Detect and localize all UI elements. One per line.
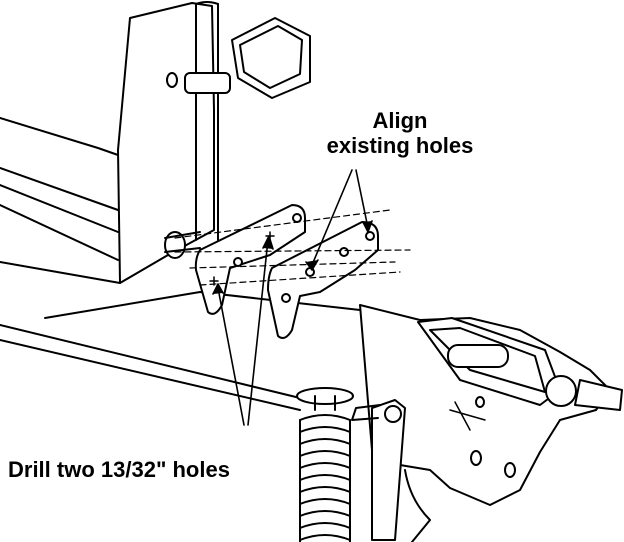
control-lever <box>351 399 431 542</box>
upright-post <box>195 1 219 241</box>
drill-arrows <box>212 235 274 426</box>
coil-spring <box>296 387 354 542</box>
left-bracket-plate <box>194 204 306 315</box>
alignment-lines <box>174 209 411 286</box>
drill-callout: Drill two 13/32" holes <box>8 457 230 482</box>
grip-block <box>184 17 311 99</box>
align-callout-line2: existing holes <box>326 133 474 159</box>
hitch-mechanism <box>359 304 623 506</box>
align-callout: Align existing holes <box>300 108 500 159</box>
align-callout-line1: Align <box>372 108 428 133</box>
align-arrows <box>305 169 373 271</box>
